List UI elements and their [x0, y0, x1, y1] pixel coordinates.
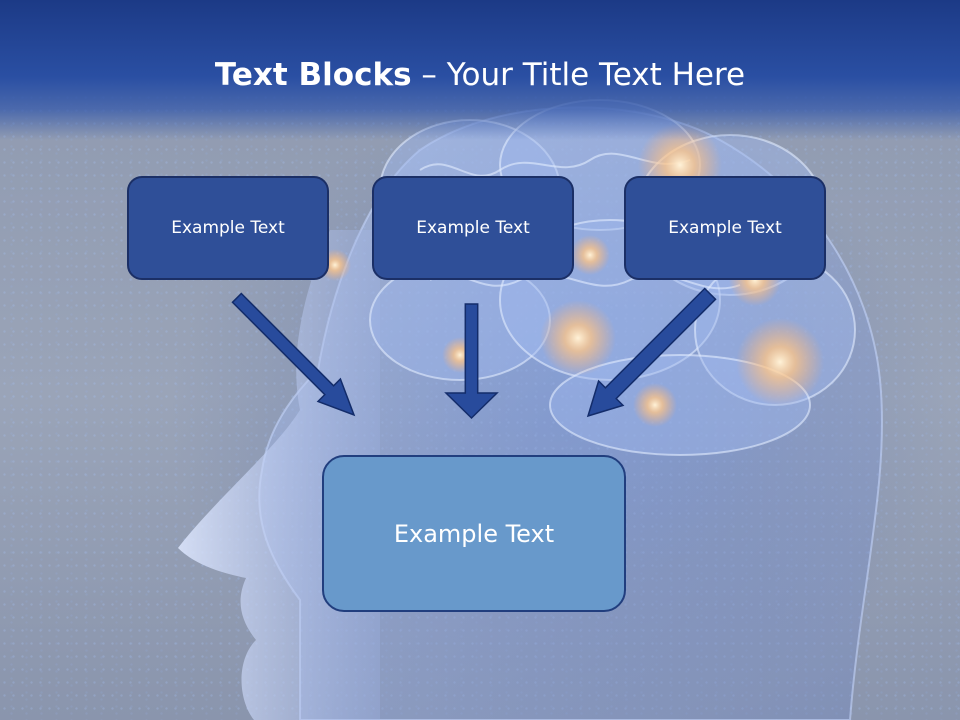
- arrow-middle-icon: [444, 303, 499, 420]
- arrow-left-icon: [231, 292, 356, 417]
- text-block-middle[interactable]: Example Text: [372, 176, 574, 280]
- title-bar: [0, 0, 960, 140]
- title-bold-part: Text Blocks: [214, 57, 412, 93]
- text-block-left[interactable]: Example Text: [127, 176, 329, 280]
- title-regular-part: Your Title Text Here: [446, 57, 746, 93]
- slide-title: Text Blocks – Your Title Text Here: [0, 52, 960, 98]
- title-separator: –: [411, 57, 447, 93]
- text-block-right[interactable]: Example Text: [624, 176, 826, 280]
- arrow-right-icon: [586, 287, 717, 418]
- text-block-bottom[interactable]: Example Text: [322, 455, 626, 612]
